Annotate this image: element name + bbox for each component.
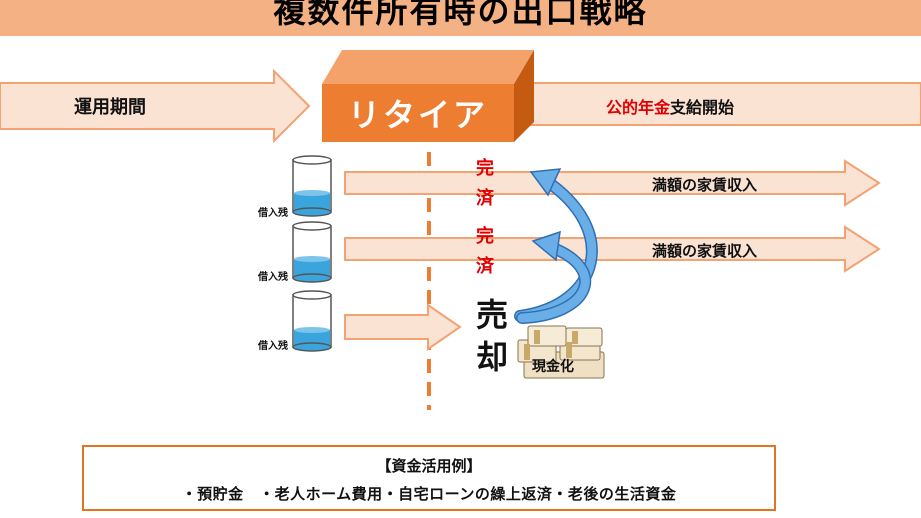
- title-bar: [0, 0, 921, 36]
- loan-label-3: 借入残: [258, 341, 288, 352]
- paid-off-label-2: 完済: [476, 226, 494, 277]
- pension-band: [524, 82, 921, 126]
- sale-label: 売却: [475, 296, 508, 376]
- income-arrow-1: [344, 159, 881, 207]
- loan-cylinder-1: [292, 155, 332, 217]
- pension-start-label: 公的年金支給開始: [606, 94, 734, 118]
- retire-block-top: [322, 50, 534, 84]
- cash-label: 現金化: [532, 359, 574, 375]
- funds-usage-title: 【資金活用例】: [376, 457, 482, 475]
- income-arrow-2: [344, 225, 881, 273]
- pension-rest: 支給開始: [670, 98, 735, 117]
- funds-usage-box: 【資金活用例】 ・預貯金 ・老人ホーム費用・自宅ローンの繰上返済・老後の生活資金: [82, 445, 776, 511]
- cash-bundles-icon: [517, 325, 605, 379]
- loan-cylinder-2: [292, 221, 332, 283]
- retire-label: リタイア: [347, 96, 488, 134]
- retire-block-side: [514, 50, 534, 142]
- page-title: 複数件所有時の出口戦略: [273, 0, 648, 30]
- paid-off-label-1: 完済: [476, 158, 494, 209]
- income-label-1: 満額の家賃収入: [652, 176, 758, 194]
- operation-period-label: 運用期間: [74, 97, 146, 118]
- pension-highlight: 公的年金: [606, 98, 671, 117]
- income-label-2: 満額の家賃収入: [652, 242, 758, 260]
- sale-arrow: [344, 303, 462, 351]
- loan-label-1: 借入残: [258, 208, 288, 219]
- funds-usage-items: ・預貯金 ・老人ホーム費用・自宅ローンの繰上返済・老後の生活資金: [181, 485, 677, 503]
- loan-cylinder-3: [292, 290, 332, 352]
- retire-block-front: [322, 84, 514, 142]
- curved-arrow-to-row2: [516, 230, 592, 324]
- operation-period-arrow: [0, 68, 311, 144]
- loan-label-2: 借入残: [258, 272, 288, 283]
